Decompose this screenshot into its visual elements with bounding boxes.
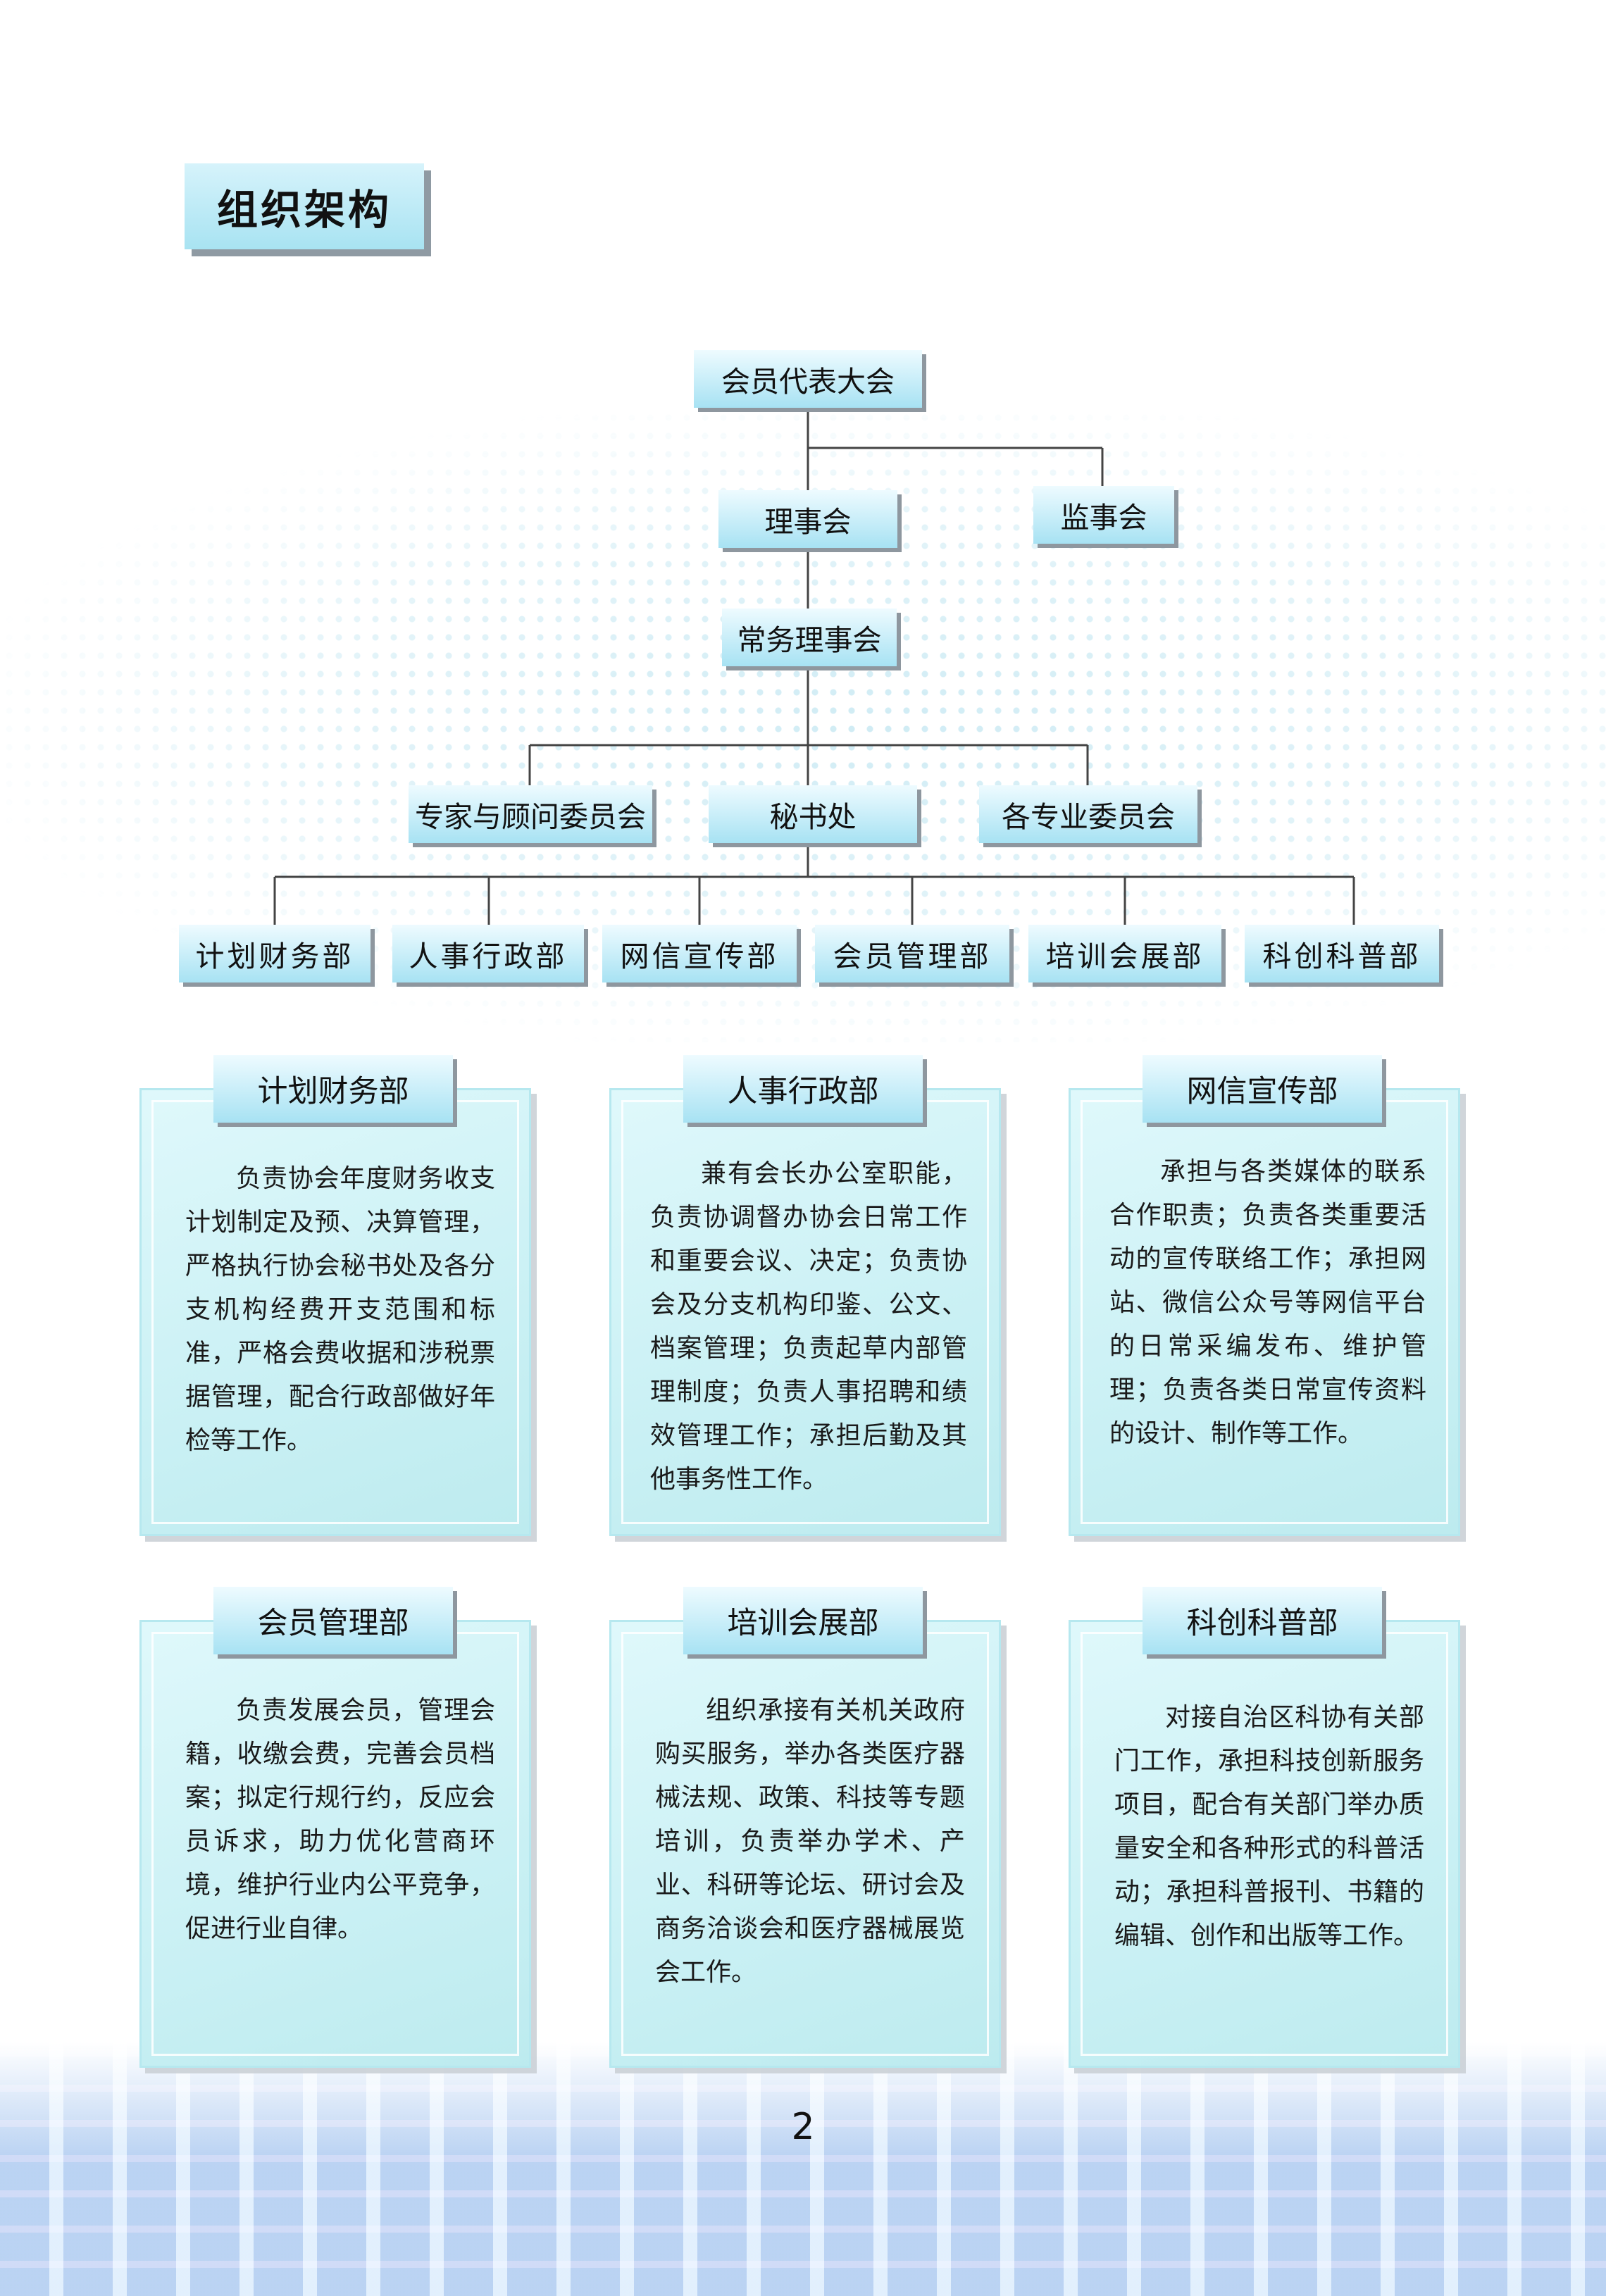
card-title: 计划财务部: [213, 1055, 453, 1123]
card-title: 科创科普部: [1143, 1587, 1382, 1654]
org-dept-membership: 会员管理部: [815, 925, 1009, 982]
org-node-experts: 专家与顾问委员会: [409, 785, 652, 843]
org-node-assembly: 会员代表大会: [694, 350, 922, 408]
org-node-supervisory: 监事会: [1033, 486, 1174, 544]
dept-card-training: 培训会展部 组织承接有关机关政府购买服务，举办各类医疗器械法规、政策、科技等专题…: [609, 1587, 1001, 2068]
org-node-standing-council: 常务理事会: [722, 609, 897, 666]
org-dept-training: 培训会展部: [1028, 925, 1221, 982]
page-title: 组织架构: [185, 163, 424, 249]
dept-card-science: 科创科普部 对接自治区科协有关部门工作，承担科技创新服务项目，配合有关部门举办质…: [1069, 1587, 1460, 2068]
card-title: 网信宣传部: [1143, 1055, 1382, 1123]
card-title: 培训会展部: [683, 1587, 923, 1654]
card-description: 组织承接有关机关政府购买服务，举办各类医疗器械法规、政策、科技等专题培训，负责举…: [655, 1696, 965, 1987]
card-description: 对接自治区科协有关部门工作，承担科技创新服务项目，配合有关部门举办质量安全和各种…: [1114, 1703, 1424, 1950]
tiled-floor-background: [0, 2042, 1606, 2296]
dept-card-membership: 会员管理部 负责发展会员，管理会籍，收缴会费，完善会员档案；拟定行规行约，反应会…: [139, 1587, 531, 2068]
dept-card-hr-admin: 人事行政部 兼有会长办公室职能，负责协调督办协会日常工作和重要会议、决定；负责协…: [609, 1055, 1001, 1536]
org-node-committees: 各专业委员会: [979, 785, 1197, 843]
card-description: 负责发展会员，管理会籍，收缴会费，完善会员档案；拟定行规行约，反应会员诉求，助力…: [185, 1696, 495, 1943]
dept-card-publicity: 网信宣传部 承担与各类媒体的联系合作职责；负责各类重要活动的宣传联络工作；承担网…: [1069, 1055, 1460, 1536]
org-dept-hr-admin: 人事行政部: [392, 925, 584, 982]
org-dept-science: 科创科普部: [1245, 925, 1439, 982]
card-title: 会员管理部: [213, 1587, 453, 1654]
org-dept-finance: 计划财务部: [179, 925, 371, 982]
dept-card-finance: 计划财务部 负责协会年度财务收支计划制定及预、决算管理，严格执行协会秘书处及各分…: [139, 1055, 531, 1536]
card-description: 承担与各类媒体的联系合作职责；负责各类重要活动的宣传联络工作；承担网站、微信公众…: [1109, 1157, 1426, 1448]
card-title: 人事行政部: [683, 1055, 923, 1123]
page-number: 2: [791, 2106, 815, 2148]
org-node-council: 理事会: [718, 490, 897, 548]
card-description: 负责协会年度财务收支计划制定及预、决算管理，严格执行协会秘书处及各分支机构经费开…: [185, 1164, 495, 1455]
card-description: 兼有会长办公室职能，负责协调督办协会日常工作和重要会议、决定；负责协会及分支机构…: [650, 1159, 967, 1494]
org-node-secretariat: 秘书处: [709, 785, 917, 843]
org-dept-publicity: 网信宣传部: [602, 925, 797, 982]
